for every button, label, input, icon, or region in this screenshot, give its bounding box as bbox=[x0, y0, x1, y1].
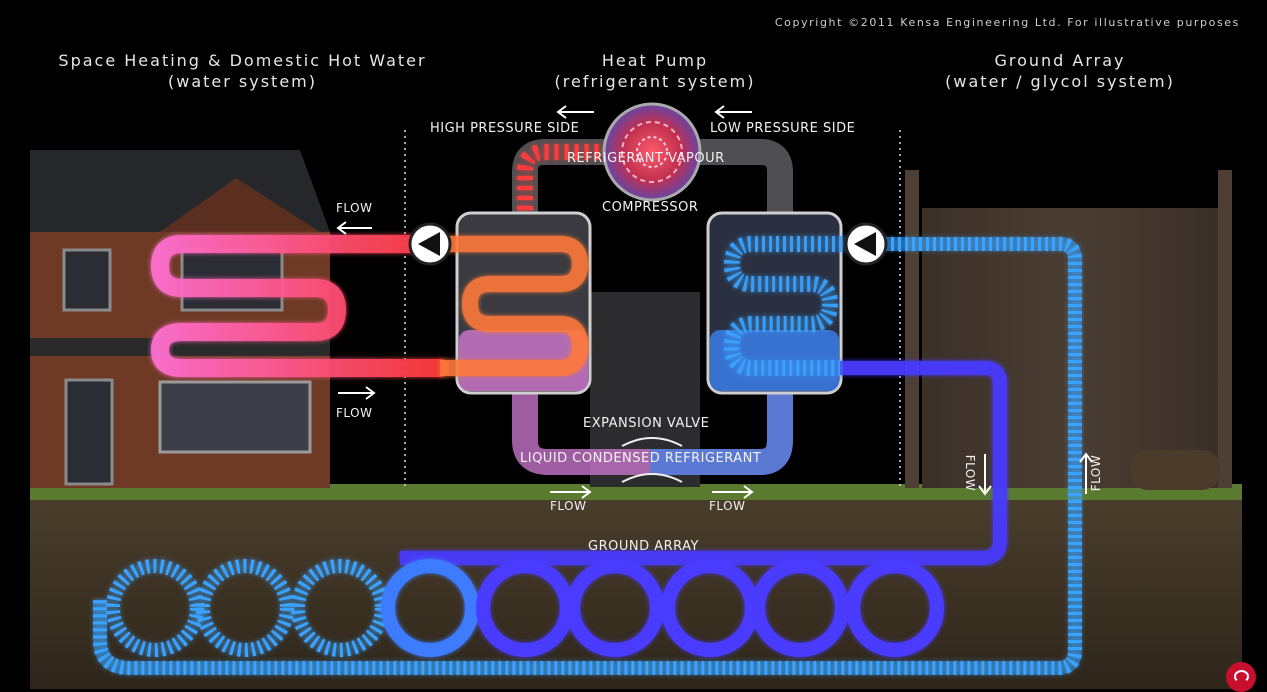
refrigerant-hot-vapour bbox=[517, 144, 612, 320]
ground-loop-return-base bbox=[93, 237, 1082, 675]
ground-array-title: Ground Array bbox=[994, 51, 1126, 70]
refrigerant-liquid-cold bbox=[650, 390, 793, 475]
arrow-down-icon bbox=[978, 454, 992, 496]
section-heading-ground-array: Ground Array (water / glycol system) bbox=[910, 50, 1210, 92]
arrow-left-icon bbox=[714, 105, 752, 119]
flow-label-heating-out: FLOW bbox=[336, 201, 373, 215]
high-pressure-label: HIGH PRESSURE SIDE bbox=[430, 121, 580, 136]
ground-array-subtitle: (water / glycol system) bbox=[945, 72, 1175, 91]
arrow-left-icon bbox=[336, 221, 372, 235]
ground-loop-flow bbox=[400, 361, 1007, 565]
arrow-right-icon bbox=[550, 485, 592, 499]
section-heading-heat-pump: Heat Pump (refrigerant system) bbox=[520, 50, 790, 92]
flow-label-heating-return: FLOW bbox=[336, 406, 373, 420]
refrigerant-vapour-label: REFRIGERANT VAPOUR bbox=[567, 151, 725, 166]
expansion-valve-bottom bbox=[621, 473, 683, 483]
soil bbox=[30, 497, 1242, 689]
logo-icon bbox=[1226, 662, 1256, 692]
heating-title: Space Heating & Domestic Hot Water bbox=[58, 51, 427, 70]
flow-label-liquid-left: FLOW bbox=[550, 499, 587, 513]
arrow-up-icon bbox=[1079, 452, 1093, 494]
heating-subtitle: (water system) bbox=[168, 72, 317, 91]
section-heading-heating: Space Heating & Domestic Hot Water (wate… bbox=[30, 50, 455, 92]
condenser-coil bbox=[440, 236, 589, 376]
flow-label-liquid-right: FLOW bbox=[709, 499, 746, 513]
low-pressure-label: LOW PRESSURE SIDE bbox=[710, 121, 856, 136]
compressor-label: COMPRESSOR bbox=[602, 200, 699, 215]
ground-array-coils bbox=[106, 559, 944, 657]
expansion-valve-label: EXPANSION VALVE bbox=[583, 416, 710, 431]
arrow-right-icon bbox=[338, 386, 376, 400]
heating-water-loop bbox=[150, 235, 449, 377]
pump-arrow-icon bbox=[844, 222, 888, 266]
house bbox=[30, 150, 330, 488]
heat-pump-title: Heat Pump bbox=[601, 51, 709, 70]
ground-array-label: GROUND ARRAY bbox=[588, 539, 699, 554]
evaporator-tank bbox=[706, 211, 843, 395]
flow-label-ground-up: FLOW bbox=[1089, 454, 1104, 492]
copyright-notice: Copyright ©2011 Kensa Engineering Ltd. F… bbox=[774, 16, 1240, 29]
heat-pump-subtitle: (refrigerant system) bbox=[554, 72, 756, 91]
compressor bbox=[602, 102, 702, 202]
liquid-condensed-label: LIQUID CONDENSED REFRIGERANT bbox=[520, 451, 762, 466]
flow-label-ground-down: FLOW bbox=[963, 454, 978, 492]
arrow-right-icon bbox=[712, 485, 754, 499]
expansion-valve-top bbox=[621, 437, 683, 447]
pump-arrow-icon bbox=[408, 222, 452, 266]
arrow-left-icon bbox=[556, 105, 594, 119]
